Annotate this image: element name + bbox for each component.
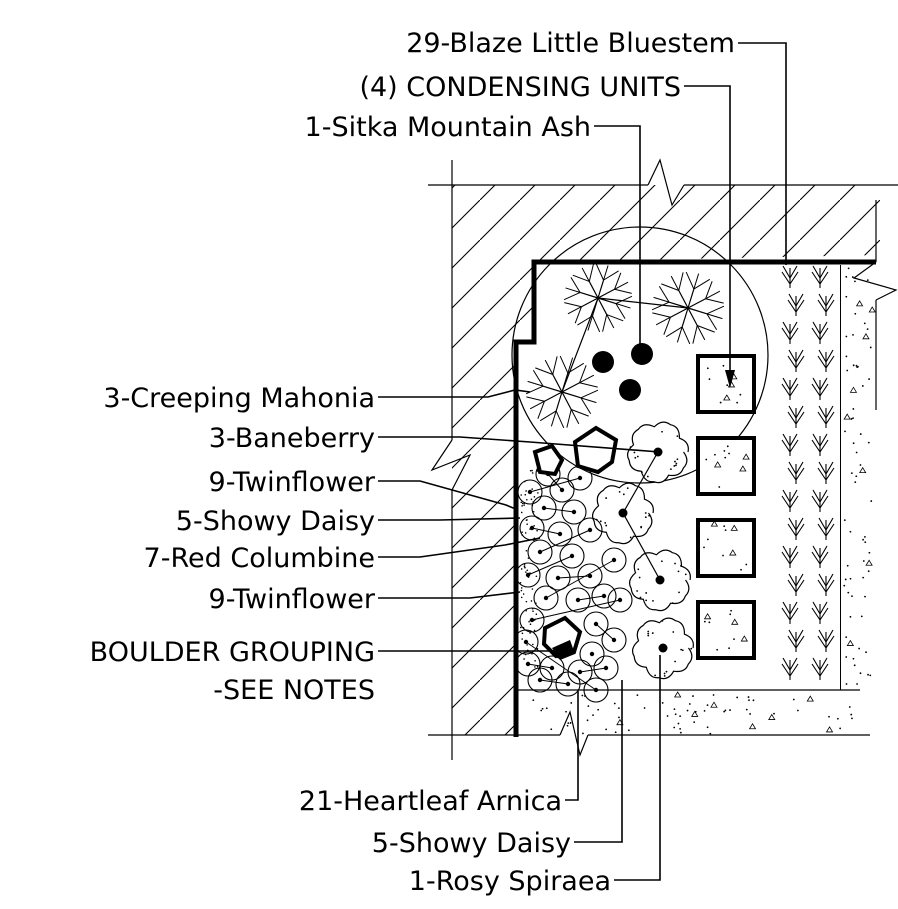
grass-icon: [817, 293, 835, 316]
label-twinflower-top: 9-Twinflower: [209, 467, 376, 498]
grass-icon: [817, 349, 835, 372]
label-bluestem: 29-Blaze Little Bluestem: [406, 28, 735, 59]
grass-icon: [787, 293, 805, 316]
grass-icon: [817, 461, 835, 484]
building-outline: [513, 259, 876, 737]
stipple-border: [518, 265, 876, 735]
tree-symbols: [525, 263, 725, 429]
grass-icon: [787, 629, 805, 652]
grass-icon: [781, 545, 799, 568]
grass-icon: [811, 545, 829, 568]
grass-icon: [811, 377, 829, 400]
grass-icon: [811, 489, 829, 512]
label-boulder-grouping: BOULDER GROUPING: [90, 637, 375, 668]
condensing-units: [696, 354, 756, 660]
leader-lines: [378, 42, 787, 881]
label-twinflower-bottom: 9-Twinflower: [209, 584, 376, 615]
boulder-symbols: [532, 425, 619, 660]
label-showy-daisy-left: 5-Showy Daisy: [176, 506, 375, 537]
grass-icon: [787, 461, 805, 484]
grass-icon: [811, 265, 829, 288]
grass-icon: [811, 321, 829, 344]
grass-icon: [787, 349, 805, 372]
grass-icon: [787, 405, 805, 428]
tree-icon: [651, 271, 725, 345]
grass-icon: [811, 601, 829, 624]
grass-icon: [781, 377, 799, 400]
label-red-columbine: 7-Red Columbine: [144, 543, 375, 574]
grass-icon: [781, 657, 799, 680]
grass-icon: [787, 517, 805, 540]
grass-symbols: [781, 265, 835, 680]
perennial-icon: [579, 641, 605, 667]
perennial-symbols: [513, 461, 633, 703]
grass-icon: [817, 405, 835, 428]
plan-labels: 29-Blaze Little Bluestem (4) CONDENSING …: [90, 28, 735, 897]
grass-icon: [811, 433, 829, 456]
grass-icon: [817, 517, 835, 540]
reference-lines: [428, 158, 898, 760]
tree-icon: [563, 263, 633, 333]
grass-icon: [781, 433, 799, 456]
grass-icon: [811, 657, 829, 680]
grass-icon: [781, 265, 799, 288]
label-rosy-spiraea: 1-Rosy Spiraea: [409, 866, 611, 897]
grass-icon: [781, 489, 799, 512]
condensing-dots: [592, 343, 653, 401]
grass-icon: [781, 321, 799, 344]
label-see-notes: -SEE NOTES: [213, 675, 375, 706]
tree-icon: [525, 355, 599, 429]
label-sitka-ash: 1-Sitka Mountain Ash: [305, 112, 591, 143]
grass-icon: [817, 629, 835, 652]
label-heartleaf-arnica: 21-Heartleaf Arnica: [299, 786, 562, 817]
label-condensing-units: (4) CONDENSING UNITS: [359, 72, 681, 103]
grass-icon: [781, 601, 799, 624]
label-baneberry: 3-Baneberry: [209, 423, 375, 454]
shrub-icon: [631, 617, 694, 680]
grass-icon: [817, 573, 835, 596]
label-showy-daisy-bottom: 5-Showy Daisy: [372, 828, 571, 859]
grass-icon: [787, 573, 805, 596]
shrub-icon: [628, 549, 691, 612]
label-creeping-mahonia: 3-Creeping Mahonia: [103, 383, 375, 414]
